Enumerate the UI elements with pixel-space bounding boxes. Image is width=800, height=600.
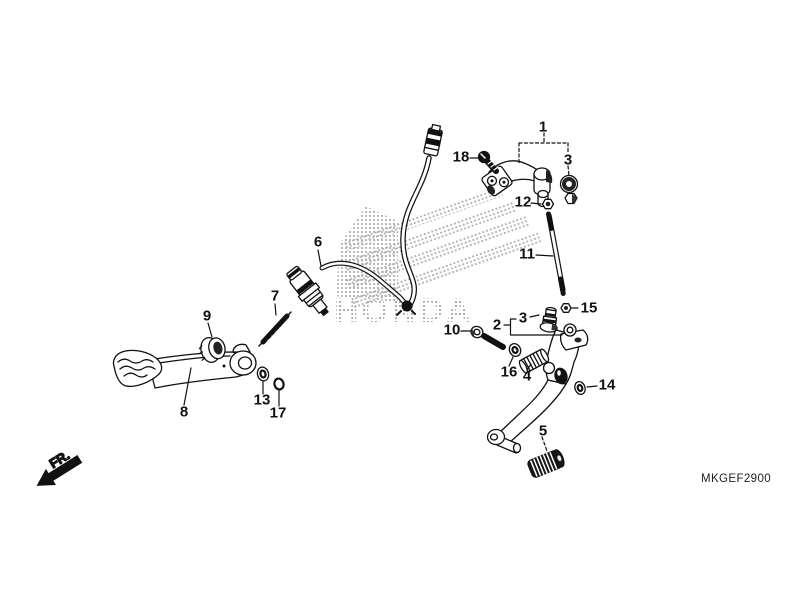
callout-1: 1 (538, 118, 548, 136)
callout-18: 18 (452, 148, 470, 166)
part-washer-14 (574, 381, 586, 395)
part-bushing-3-upper (559, 174, 579, 205)
callout-17: 17 (269, 404, 287, 422)
part-snap-ring (273, 377, 285, 391)
part-nut-15 (560, 303, 572, 313)
part-nut-12 (541, 198, 555, 210)
callout-8: 8 (179, 403, 189, 421)
callout-14: 14 (598, 376, 616, 394)
part-brake-light-switch (286, 265, 329, 317)
part-pedal-bushing (198, 336, 226, 363)
part-washer-16 (508, 343, 522, 357)
callout-3: 3 (563, 151, 573, 169)
part-bolt-18 (477, 150, 499, 174)
callout-6: 6 (313, 233, 323, 251)
part-joint-3-middle (539, 306, 558, 333)
callout-12: 12 (514, 193, 532, 211)
wire-grommet (401, 300, 413, 312)
part-return-spring (258, 311, 292, 347)
part-brake-pedal (112, 343, 257, 389)
callout-4: 4 (522, 367, 532, 385)
callout-9: 9 (202, 307, 212, 325)
wire-connector (423, 123, 443, 157)
diagram-code: MKGEF2900 (701, 473, 772, 485)
part-shift-rod (546, 211, 566, 298)
callout-15: 15 (580, 299, 598, 317)
callout-5: 5 (538, 422, 548, 440)
part-washer-13 (256, 366, 270, 382)
callout-7: 7 (270, 287, 280, 305)
callout-3: 3 (518, 309, 528, 327)
part-pedal-bracket (481, 160, 553, 208)
part-bolt-10 (470, 325, 506, 350)
leader-lines-dashed (518, 132, 570, 452)
part-gearshift-arm (486, 323, 589, 454)
brake-switch-wire (319, 155, 432, 316)
part-pedal-rubber (527, 449, 565, 478)
callout-16: 16 (500, 363, 518, 381)
part-collar-4 (518, 348, 550, 374)
fr-direction-arrow: FR. (36, 447, 83, 486)
leader-lines (183, 157, 598, 407)
callout-11: 11 (519, 245, 535, 263)
callout-13: 13 (253, 391, 271, 409)
callout-2: 2 (492, 316, 502, 334)
callout-10: 10 (443, 321, 461, 339)
